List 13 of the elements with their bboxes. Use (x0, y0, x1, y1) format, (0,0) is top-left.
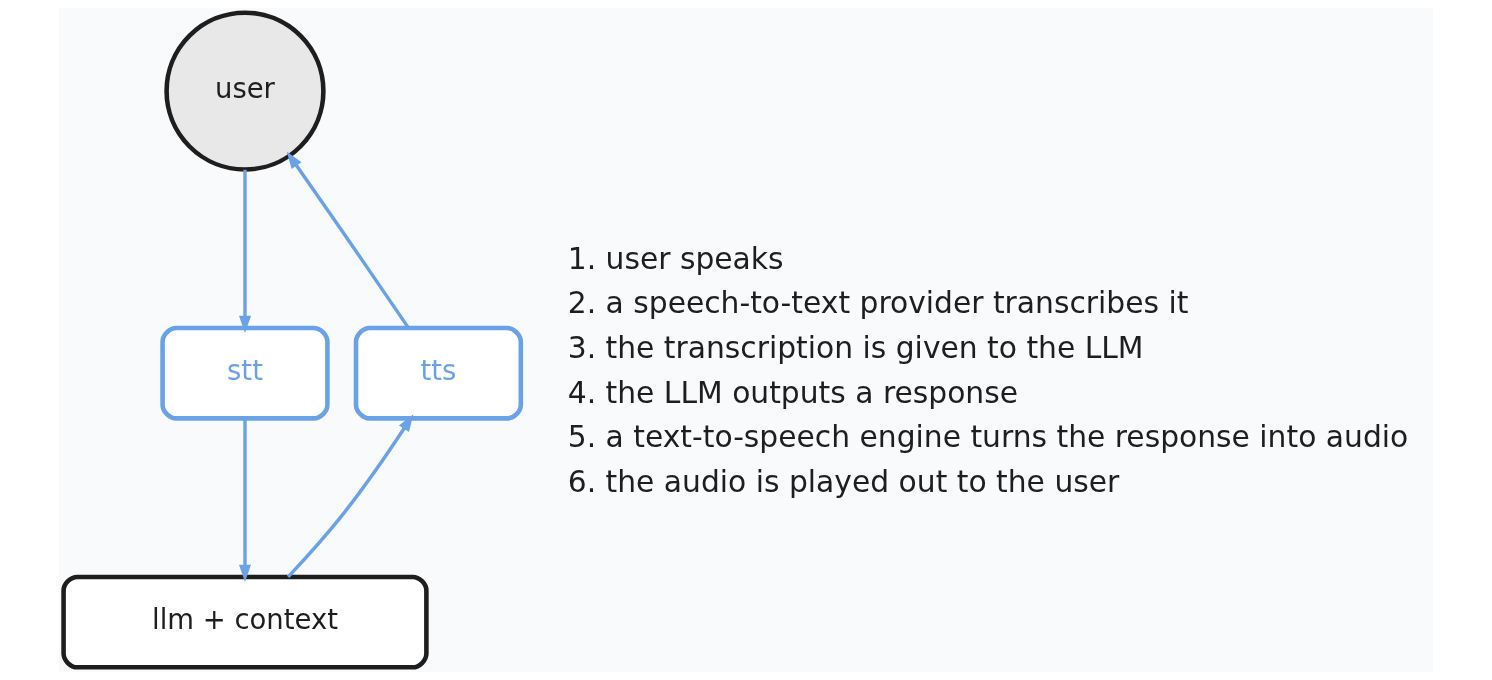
arrow (286, 151, 410, 329)
label: 2. a speech-to-text provider transcribes it (567, 285, 1189, 321)
label: 5. a text-to-speech engine turns the response into audio (567, 419, 1409, 455)
label: 4. the LLM outputs a response (567, 374, 1019, 410)
label: 1. user speaks (567, 240, 784, 276)
arrow (238, 418, 251, 583)
arrow (286, 414, 414, 579)
arrow (238, 169, 251, 334)
node-box: llm + context (61, 574, 429, 670)
label: 3. the transcription is given to the LLM (567, 330, 1144, 366)
label: 6. the audio is played out to the user (567, 463, 1120, 499)
node-box: tts (353, 325, 524, 421)
node-box: stt (160, 325, 330, 421)
